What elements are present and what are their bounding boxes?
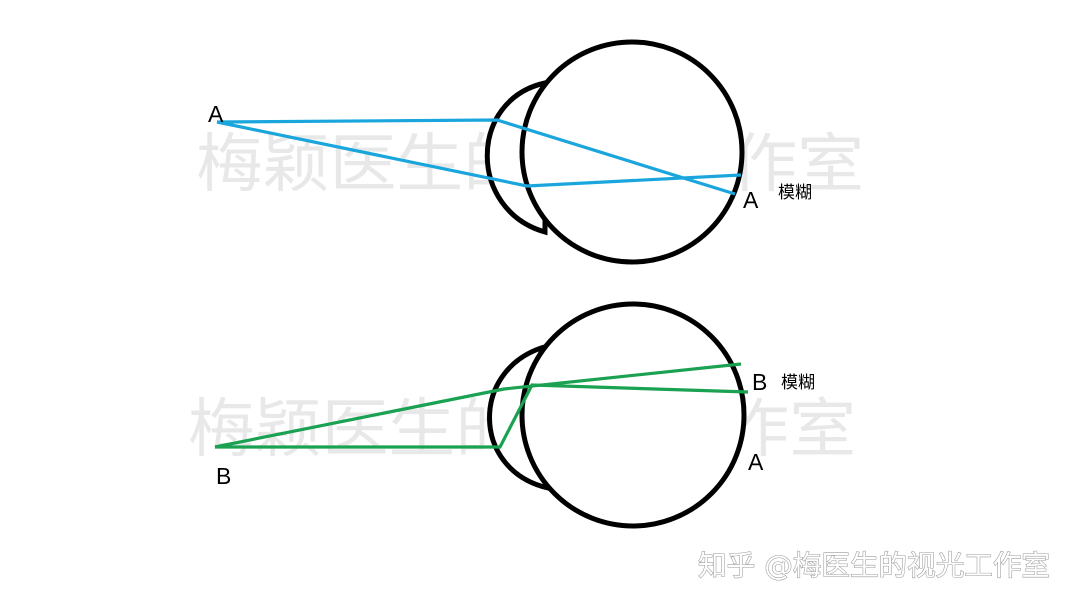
bottom-image-label-b: B	[752, 369, 767, 395]
top-ray-2	[216, 120, 742, 188]
bottom-eye	[487, 301, 747, 529]
top-ray-1	[216, 118, 736, 196]
bottom-blur-note: 模糊	[781, 373, 815, 393]
bottom-object-label: B	[216, 463, 231, 489]
top-object-label: A	[208, 101, 224, 127]
top-image-label: A	[743, 187, 759, 213]
top-ray-paths	[216, 118, 742, 196]
bottom-ray-paths	[214, 362, 749, 449]
footer-watermark: 知乎 @梅医生的视光工作室	[698, 549, 1050, 582]
top-eyeball	[519, 39, 745, 265]
bottom-ray-2	[215, 383, 749, 449]
bottom-image-label-a: A	[748, 449, 764, 475]
bottom-ray-1	[214, 362, 742, 449]
top-eye	[484, 39, 745, 265]
bottom-eyeball	[519, 301, 747, 529]
top-blur-note: 模糊	[778, 183, 812, 203]
